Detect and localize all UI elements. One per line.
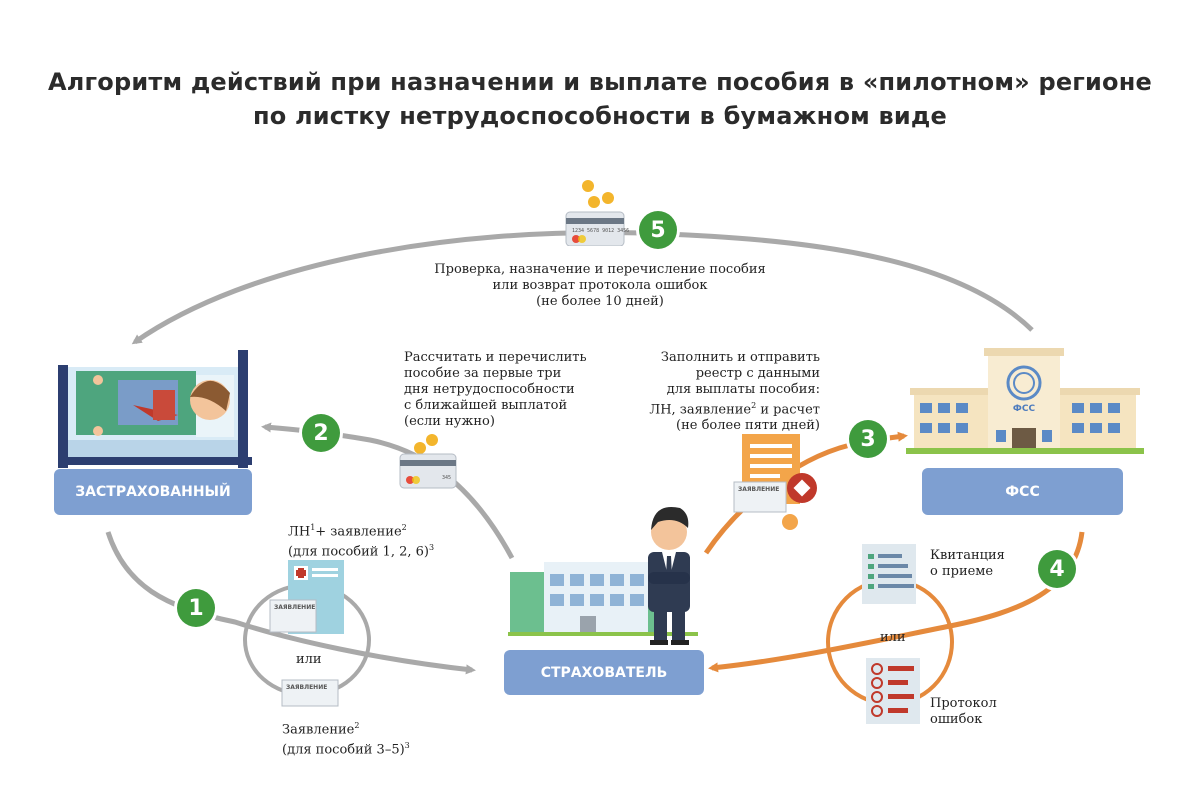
step5-note-line-3: (не более 10 дней) [536, 294, 664, 309]
step1-benefits-35: (для пособий 3–5) [282, 742, 405, 758]
step2-note-line-2: пособие за первые три [404, 366, 562, 381]
step1-application: + заявление [315, 524, 402, 540]
receipt-label: Квитанция о приеме [930, 548, 1020, 580]
fss-building-sign: ФСС [1012, 404, 1036, 414]
step4-or: или [880, 630, 906, 645]
registry-documents-icon [733, 434, 817, 530]
page-subtitle: по листку нетрудоспособности в бумажном … [252, 102, 947, 130]
coins-card-icon-top [565, 180, 625, 246]
step-3-badge: 3 [849, 420, 887, 458]
step2-note-line-1: Рассчитать и перечислить [404, 350, 587, 365]
employer-illustration [508, 506, 698, 645]
page-title: Алгоритм действий при назначении и выпла… [47, 68, 1153, 96]
step1-or: или [296, 652, 322, 667]
step1-benefits-126: (для пособий 1, 2, 6) [288, 544, 429, 560]
step1-documents-a: ЛН1+ заявление2 (для пособий 1, 2, 6)3 [288, 520, 468, 561]
step2-note-line-3: дня нетрудоспособности [404, 382, 575, 397]
step3-note-line-3: для выплаты пособия: [666, 382, 820, 397]
step-4-badge: 4 [1038, 550, 1076, 588]
insured-label: ЗАСТРАХОВАННЫЙ [54, 469, 252, 515]
application-form-header: ЗАЯВЛЕНИЕ [286, 684, 328, 691]
step2-note: Рассчитать и перечислить пособие за перв… [404, 350, 604, 430]
coins-card-icon-mid [399, 434, 457, 489]
step1-footnote-3b: 3 [404, 741, 410, 751]
step1-documents-a-line-2: (для пособий 1, 2, 6)3 [288, 540, 468, 560]
insured-illustration [58, 350, 252, 468]
step5-note: Проверка, назначение и перечисление посо… [400, 262, 800, 310]
step5-note-line-2: или возврат протокола ошибок [492, 278, 708, 293]
step1-documents-b-line-2: (для пособий 3–5)3 [282, 738, 462, 758]
step-1-badge: 1 [177, 589, 215, 627]
sick-leave-documents-icon [269, 560, 344, 634]
step1-documents-b: Заявление2 (для пособий 3–5)3 [282, 718, 462, 759]
arrow-step1 [105, 531, 476, 675]
step1-documents-b-line-1: Заявление2 [282, 718, 462, 738]
step1-documents-a-line-1: ЛН1+ заявление2 [288, 520, 468, 540]
protocol-label: Протокол ошибок [930, 696, 1020, 728]
step-5-badge: 5 [639, 211, 677, 249]
arrow-step5 [131, 230, 1034, 345]
error-protocol-icon [866, 658, 920, 724]
step1-ln: ЛН [288, 524, 311, 540]
card-number-top: 1234 5678 9012 3456 [572, 228, 630, 234]
protocol-label-line-2: ошибок [930, 712, 983, 727]
step3-note: Заполнить и отправить реестр с данными д… [620, 350, 820, 434]
step2-note-line-5: (если нужно) [404, 414, 495, 429]
arrow-step2 [261, 422, 515, 560]
step1-application-only: Заявление [282, 722, 355, 738]
registry-form-header: ЗАЯВЛЕНИЕ [738, 486, 780, 493]
step1-footnote-2: 2 [401, 523, 407, 532]
step1-footnote-3: 3 [428, 543, 435, 553]
application-document-icon [281, 679, 339, 707]
fss-building-illustration [906, 348, 1144, 454]
step5-note-line-1: Проверка, назначение и перечисление посо… [434, 262, 766, 277]
step3-note-line-2: реестр с данными [695, 366, 820, 381]
step3-note-line-1: Заполнить и отправить [660, 350, 820, 365]
sick-leave-form-header: ЗАЯВЛЕНИЕ [274, 604, 316, 611]
step3-note-line-4b: и расчет [756, 402, 820, 418]
step3-footnote-2: 2 [751, 401, 757, 410]
employer-label: СТРАХОВАТЕЛЬ [504, 650, 704, 695]
protocol-label-line-1: Протокол [930, 696, 997, 711]
receipt-icon [862, 544, 916, 604]
step3-note-line-5: (не более пяти дней) [676, 418, 820, 434]
fss-label: ФСС [922, 468, 1123, 515]
step3-note-line-4: ЛН, заявление2 и расчет [620, 398, 820, 418]
step3-note-line-4a: ЛН, заявление [649, 402, 752, 418]
receipt-label-line-2: о приеме [930, 564, 994, 579]
receipt-label-line-1: Квитанция [930, 548, 1005, 563]
step1-footnote-2b: 2 [354, 721, 360, 730]
step1-footnote-1: 1 [310, 523, 316, 532]
step2-note-line-4: с ближайшей выплатой [404, 398, 568, 413]
card-cvc-mid: 345 [442, 475, 452, 481]
step-2-badge: 2 [302, 414, 340, 452]
